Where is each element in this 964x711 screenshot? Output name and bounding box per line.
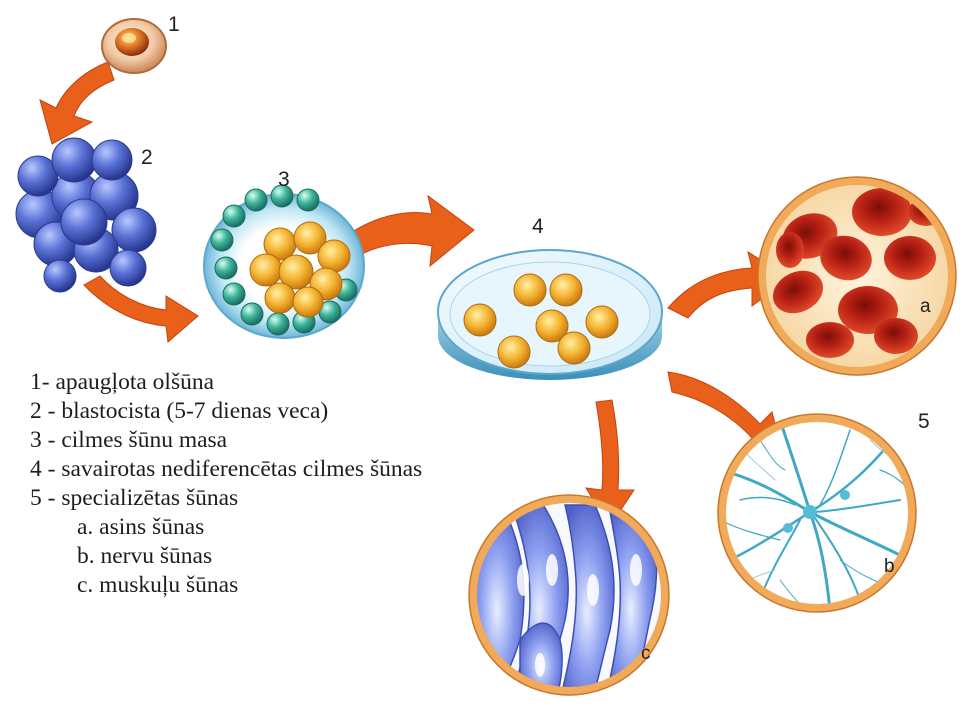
arrow-1-to-2: [40, 62, 114, 144]
stage-number-5: 5: [918, 410, 930, 433]
inner-cell-mass: [204, 185, 364, 338]
legend-item-2: 2 - blastocista (5-7 dienas veca): [30, 397, 422, 426]
legend-item-4: 4 - savairotas nediferencētas cilmes šūn…: [30, 455, 422, 484]
stage-number-4: 4: [532, 215, 544, 238]
stage-number-2: 2: [141, 146, 153, 169]
nerve-cells-circle: [718, 414, 916, 620]
legend-item-1: 1- apaugļota olšūna: [30, 368, 422, 397]
legend-subitem-a: a. asins šūnas: [30, 513, 422, 542]
petri-dish: [438, 250, 662, 380]
legend: 1- apaugļota olšūna 2 - blastocista (5-7…: [30, 368, 422, 600]
fertilized-egg: [102, 19, 166, 73]
blood-cells-circle: [758, 177, 956, 375]
arrow-2-to-3: [84, 276, 198, 342]
cell-label-a: a: [920, 296, 931, 317]
legend-subitem-b: b. nervu šūnas: [30, 542, 422, 571]
cell-label-c: c: [641, 643, 651, 664]
legend-subitem-c: c. muskuļu šūnas: [30, 571, 422, 600]
blastocyst-cluster: [16, 138, 156, 292]
stage-number-1: 1: [168, 13, 180, 36]
legend-item-3: 3 - cilmes šūnu masa: [30, 426, 422, 455]
legend-item-5: 5 - specializētas šūnas: [30, 484, 422, 513]
cell-label-b: b: [884, 556, 895, 577]
muscle-cells-circle: [469, 495, 680, 700]
stage-number-3: 3: [278, 168, 290, 191]
